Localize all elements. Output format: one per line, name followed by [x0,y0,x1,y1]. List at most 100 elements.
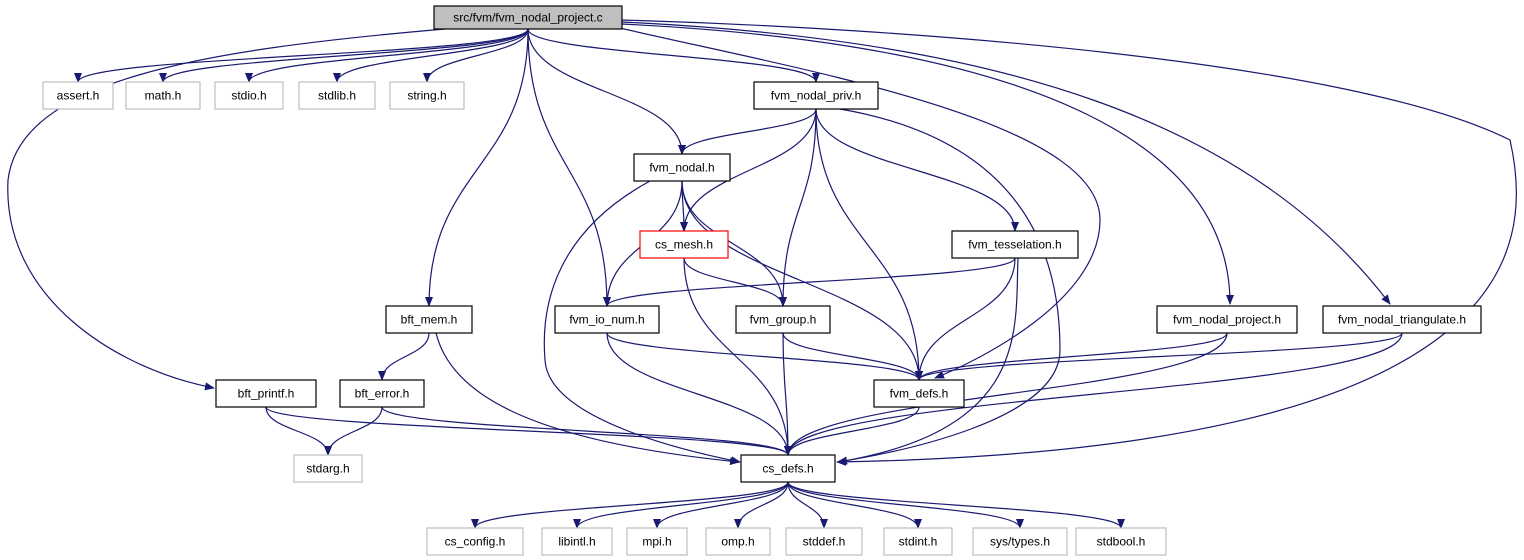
node-label-tess: fvm_tesselation.h [968,238,1061,252]
node-csdefs[interactable]: cs_defs.h [740,454,836,483]
node-box-tess[interactable] [951,230,1079,259]
edge-root-math [159,28,529,83]
node-label-libintl: libintl.h [558,535,595,549]
node-label-bftmem: bft_mem.h [401,313,458,327]
node-bftmem[interactable]: bft_mem.h [385,305,473,334]
node-project[interactable]: fvm_nodal_project.h [1156,305,1298,334]
node-nodal[interactable]: fvm_nodal.h [633,153,731,182]
edge-priv-tess [815,108,1019,232]
node-box-fvmdefs[interactable] [873,379,965,408]
edge-fvmdefs-csdefs [784,406,920,456]
node-ionum[interactable]: fvm_io_num.h [554,305,660,334]
edge-tess-ionum [603,257,1016,307]
node-box-stdlib [298,81,376,110]
edge-root-assert [74,28,529,83]
node-tess[interactable]: fvm_tesselation.h [951,230,1079,259]
node-bftprintf[interactable]: bft_printf.h [215,379,317,408]
node-box-mpi [626,527,688,556]
nodes-layer: src/fvm/fvm_nodal_project.c assert.h math.… [42,5,1482,556]
node-box-assert [42,81,114,110]
node-box-root[interactable] [433,5,623,30]
node-box-nodal[interactable] [633,153,731,182]
node-box-bftmem[interactable] [385,305,473,334]
edges-layer [7,19,1517,529]
node-box-stddef [785,527,863,556]
node-label-root: src/fvm/fvm_nodal_project.c [453,11,602,25]
edge-root-nodal [527,28,686,155]
edge-csdefs-stdbool [787,481,1125,529]
node-box-omp [705,527,771,556]
node-stdarg: stdarg.h [293,454,363,483]
node-box-bfterror[interactable] [339,379,425,408]
node-box-csdefs[interactable] [740,454,836,483]
node-label-csdefs: cs_defs.h [762,462,813,476]
edge-bftmem-csdefs [435,332,740,466]
node-stdbool: stdbool.h [1075,527,1167,556]
edge-tess-csdefs [837,257,1019,465]
edge-project-fvmdefs [915,332,1228,381]
node-systypes: sys/types.h [972,527,1068,556]
edge-csdefs-libintl [573,481,789,529]
edge-csdefs-stddef [787,481,828,529]
edge-root-priv [527,28,820,83]
node-fvmdefs[interactable]: fvm_defs.h [873,379,965,408]
node-priv[interactable]: fvm_nodal_priv.h [753,81,879,110]
node-label-stdint: stdint.h [899,535,938,549]
node-box-project[interactable] [1156,305,1298,334]
edge-csdefs-stdint [787,481,922,529]
node-stdlib: stdlib.h [298,81,376,110]
edge-priv-nodal [678,108,817,155]
node-string: string.h [389,81,465,110]
edge-root-ionum [527,28,611,307]
node-label-math: math.h [145,89,182,103]
node-label-string: string.h [407,89,446,103]
node-box-group[interactable] [735,305,831,334]
node-csconfig: cs_config.h [426,527,524,556]
edge-triang-csdefs [784,332,1403,456]
node-label-systypes: sys/types.h [990,535,1050,549]
node-label-assert: assert.h [57,89,100,103]
node-triang[interactable]: fvm_nodal_triangulate.h [1322,305,1482,334]
edge-group-fvmdefs [782,332,923,381]
node-box-stdbool [1075,527,1167,556]
node-root[interactable]: src/fvm/fvm_nodal_project.c [433,5,623,30]
node-assert: assert.h [42,81,114,110]
node-label-stdbool: stdbool.h [1097,535,1146,549]
node-box-bftprintf[interactable] [215,379,317,408]
edge-triang-fvmdefs [915,332,1403,381]
edge-root-stdio [245,28,529,83]
node-label-csconfig: cs_config.h [445,535,506,549]
node-box-priv[interactable] [753,81,879,110]
edge-root-string [423,28,529,83]
edge-csmesh-csdefs [683,257,792,456]
edge-bfterror-stdarg [324,406,383,456]
edge-root-project [621,23,1234,305]
edge-root-bftmem [425,28,529,307]
node-csmesh[interactable]: cs_mesh.h [639,230,729,259]
edge-bftmem-bfterror [378,332,430,381]
node-stddef: stddef.h [785,527,863,556]
edge-root-triang [621,21,1391,305]
node-bfterror[interactable]: bft_error.h [339,379,425,408]
edge-group-csdefs [782,332,792,456]
node-label-project: fvm_nodal_project.h [1173,313,1281,327]
node-label-stdarg: stdarg.h [306,462,349,476]
node-group[interactable]: fvm_group.h [735,305,831,334]
edge-bftprintf-csdefs [265,406,792,456]
edge-priv-group [779,108,817,307]
node-box-triang[interactable] [1322,305,1482,334]
node-box-ionum[interactable] [554,305,660,334]
node-box-stdio [214,81,284,110]
node-box-systypes [972,527,1068,556]
edge-priv-fvmdefs [815,108,923,381]
node-label-mpi: mpi.h [642,535,671,549]
node-label-nodal: fvm_nodal.h [649,161,714,175]
node-box-csmesh[interactable] [639,230,729,259]
node-mpi: mpi.h [626,527,688,556]
edge-csdefs-csconfig [471,481,789,529]
edge-bfterror-csdefs [381,406,792,456]
node-label-priv: fvm_nodal_priv.h [771,89,862,103]
edge-priv-csdefs [837,108,1061,465]
